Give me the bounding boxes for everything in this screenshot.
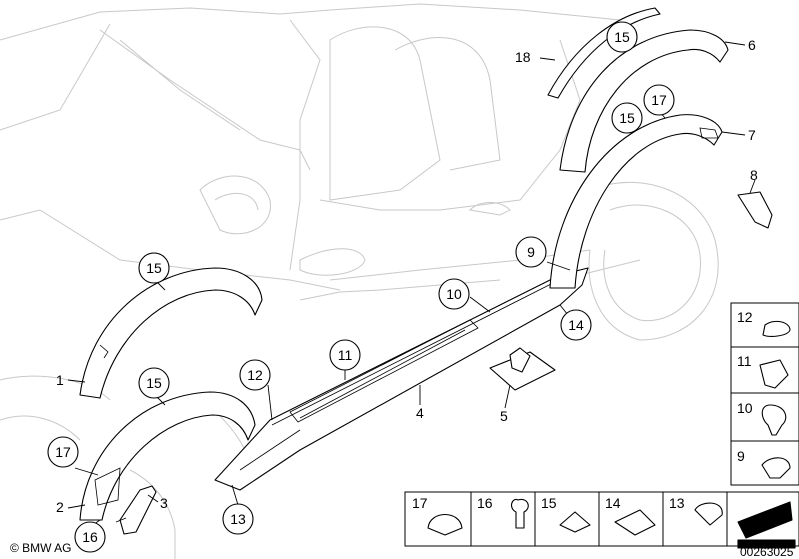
callout-16: 16 (74, 521, 106, 553)
part-7-rear-wheel-arch-lower (549, 114, 723, 289)
fastener-label-16: 16 (477, 495, 493, 511)
callout-11-label: 11 (338, 347, 353, 363)
callout-8: 8 (750, 167, 758, 183)
callout-13: 13 (222, 503, 254, 535)
callout-15-d: 15 (611, 102, 643, 134)
callout-2: 2 (56, 499, 64, 515)
callout-14-label: 14 (568, 317, 584, 333)
callout-3: 3 (160, 495, 168, 511)
fastener-label-10: 10 (737, 400, 753, 416)
callout-6: 6 (748, 37, 756, 53)
fastener-row (404, 491, 799, 549)
callout-8-label: 8 (750, 167, 758, 183)
callout-18-label: 18 (515, 49, 531, 65)
callout-13-label: 13 (230, 511, 246, 527)
callout-15-c-label: 15 (614, 29, 630, 45)
callout-10-label: 10 (446, 286, 462, 302)
callout-12-label: 12 (247, 367, 263, 383)
copyright-text: © BMW AG (10, 541, 72, 555)
callout-4: 4 (416, 405, 424, 421)
callout-15-a: 15 (138, 252, 170, 284)
callout-14: 14 (560, 309, 592, 341)
fastener-label-9: 9 (737, 448, 745, 464)
callout-17-b: 17 (643, 84, 675, 116)
callout-5: 5 (500, 408, 508, 424)
callout-1: 1 (56, 372, 64, 388)
part-2-front-wheel-arch-lower (79, 391, 256, 521)
fastener-label-12: 12 (737, 309, 753, 325)
callout-11: 11 (329, 339, 361, 371)
diagram-id: 00263025 (740, 545, 794, 559)
callout-15-b-label: 15 (146, 375, 162, 391)
callout-10: 10 (438, 278, 470, 310)
callout-9-label: 9 (527, 244, 535, 260)
callout-18: 18 (515, 49, 531, 65)
callout-2-label: 2 (56, 499, 64, 515)
callout-7-label: 7 (748, 127, 756, 143)
callout-6-label: 6 (748, 37, 756, 53)
callout-15-d-label: 15 (619, 110, 635, 126)
callout-1-label: 1 (56, 372, 64, 388)
part-4-side-sill (214, 267, 589, 491)
fastener-label-17: 17 (412, 495, 428, 511)
callout-15-c: 15 (606, 21, 638, 53)
fastener-label-13: 13 (669, 495, 685, 511)
callout-16-label: 16 (82, 529, 98, 545)
part-5-clip-carrier (489, 347, 556, 391)
callout-3-label: 3 (160, 495, 168, 511)
callout-17-b-label: 17 (651, 92, 667, 108)
callout-7: 7 (748, 127, 756, 143)
callout-17-a-label: 17 (55, 444, 71, 460)
fastener-column (730, 302, 799, 486)
fastener-label-14: 14 (605, 495, 621, 511)
callout-9: 9 (515, 236, 547, 268)
callout-5-label: 5 (500, 408, 508, 424)
part-18-trim-strip (547, 7, 661, 99)
callout-12: 12 (239, 359, 271, 391)
part-1-front-wheel-arch (79, 267, 263, 399)
part-3-bracket (115, 485, 157, 535)
part-8-bracket (737, 191, 773, 229)
fastener-label-11: 11 (737, 353, 752, 369)
callout-4-label: 4 (416, 405, 424, 421)
callout-17-a: 17 (47, 436, 79, 468)
fastener-label-15: 15 (541, 495, 557, 511)
callout-15-b: 15 (138, 367, 170, 399)
callout-15-a-label: 15 (146, 260, 162, 276)
part-6-rear-wheel-arch (559, 29, 729, 173)
